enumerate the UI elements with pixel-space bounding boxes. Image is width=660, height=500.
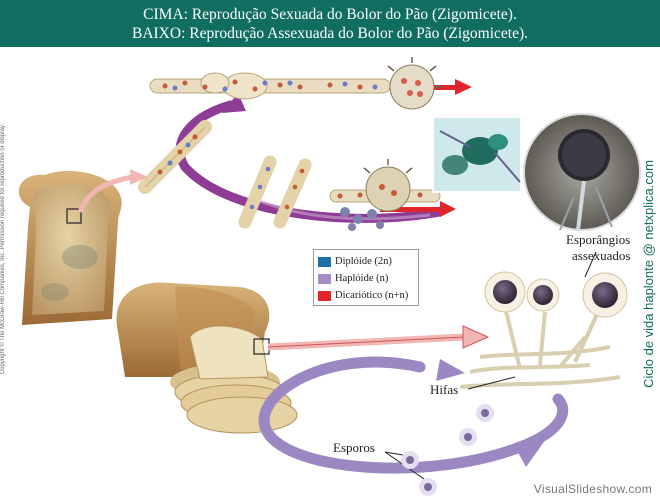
- ploidy-legend: Diplóide (2n) Haplóide (n) Dicariótico (…: [313, 249, 419, 306]
- zoom-arrow-bottom: [267, 325, 490, 351]
- title-top: CIMA: Reprodução Sexuada do Bolor do Pão…: [143, 6, 517, 23]
- micrograph-inset: [432, 116, 522, 193]
- watermark: VisualSlideshow.com: [533, 482, 652, 496]
- hyphae-network: [459, 296, 621, 389]
- legend-label-diploid: Diplóide (2n): [335, 256, 392, 267]
- label-sporangia-line2: assexuados: [572, 248, 631, 263]
- sporangium-middle: [526, 278, 560, 312]
- legend-swatch-dikaryotic: [318, 290, 331, 301]
- side-caption: Ciclo de vida haplonte @ netxplica.com: [641, 160, 656, 388]
- asexual-cycle-arrow: [258, 356, 569, 474]
- legend-label-dikaryotic: Dicariótico (n+n): [335, 290, 409, 301]
- bread-loaf: [116, 282, 298, 434]
- legend-row-haploid: Haplóide (n): [318, 270, 414, 287]
- copyright-notice: Copyright © The McGraw-Hill Companies, I…: [0, 123, 6, 375]
- sporangium-left: [484, 271, 526, 313]
- moldy-bread-slice: [18, 171, 122, 325]
- legend-row-dikaryotic: Dicariótico (n+n): [318, 287, 414, 304]
- label-sporangia-line1: Esporângios: [566, 232, 631, 247]
- legend-swatch-diploid: [318, 256, 331, 267]
- sporangium-right: [582, 272, 628, 318]
- legend-swatch-haploid: [318, 273, 331, 284]
- gametangia-middle: [238, 155, 312, 229]
- gametangia-left: [138, 120, 212, 194]
- title-bottom: BAIXO: Reprodução Assexuada do Bolor do …: [131, 25, 529, 42]
- spores: [401, 404, 494, 496]
- label-hyphae: Hifas: [430, 382, 459, 397]
- conjugating-hyphae-top: [149, 57, 443, 110]
- red-arrow-bottom: [380, 201, 456, 217]
- legend-row-diploid: Diplóide (2n): [318, 253, 414, 270]
- label-spores: Esporos: [333, 440, 375, 455]
- zoom-arrow-top: [77, 169, 148, 214]
- life-cycle-illustration: [18, 57, 641, 496]
- title-banner: CIMA: Reprodução Sexuada do Bolor do Pão…: [0, 0, 660, 47]
- sporangium-photo: [523, 113, 641, 231]
- legend-label-haploid: Haplóide (n): [335, 273, 389, 284]
- zygosporangium-bottom: [329, 159, 441, 231]
